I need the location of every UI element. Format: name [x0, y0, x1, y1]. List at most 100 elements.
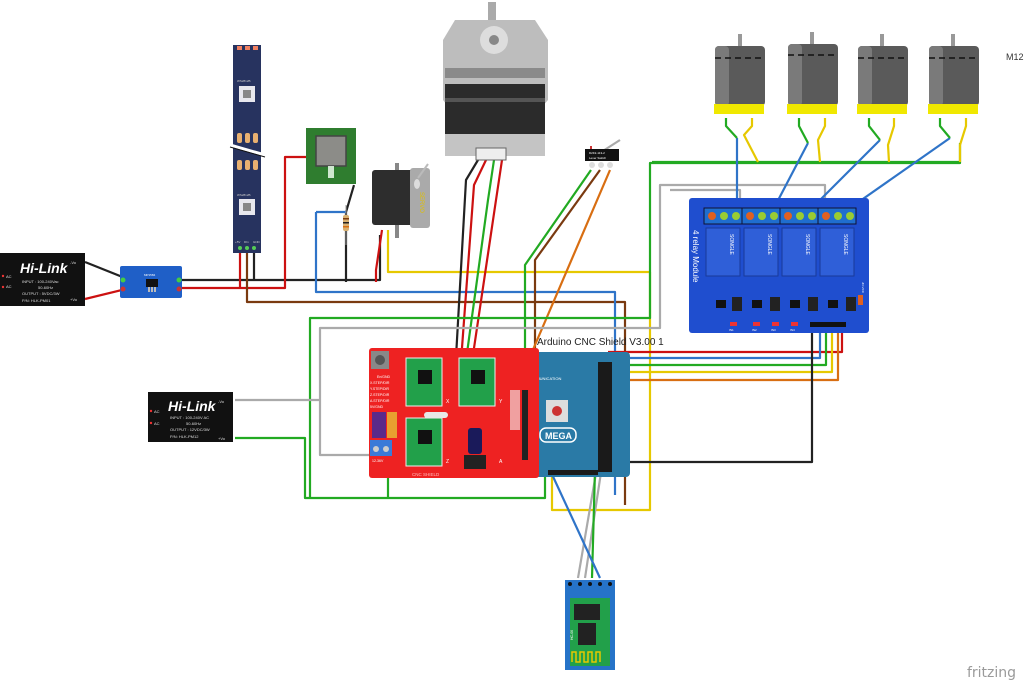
- wire-orange-relay[interactable]: [608, 322, 840, 382]
- resistor[interactable]: [343, 205, 349, 245]
- psu1-freq: 50-60Hz: [38, 285, 53, 290]
- wire-gray-b[interactable]: [318, 400, 384, 457]
- wire-black-relay[interactable]: [610, 322, 814, 464]
- wire-red-reg-out[interactable]: [182, 155, 308, 290]
- relay-components: [716, 295, 863, 326]
- psu2-ac1: AC: [154, 409, 160, 414]
- cnc-label-3: Z.STEP/DIR: [370, 393, 390, 397]
- psu2-output: OUTPUT : 12VDC/3W: [170, 427, 210, 432]
- psu2-vo-plus: +Vo: [218, 436, 226, 441]
- relay-terminals: [703, 207, 857, 225]
- motor-leads: [724, 118, 968, 163]
- led-pin-din: DIn: [244, 240, 249, 244]
- psu2-ac2: AC: [154, 421, 160, 426]
- stepper-drivers: [405, 357, 496, 467]
- psu2-input: INPUT : 100-240V AC: [170, 415, 209, 420]
- wire-red-servo[interactable]: [374, 229, 384, 282]
- relay-module[interactable]: 4 relay Module SONGLE SONGLE SONGLE SONG…: [689, 198, 869, 333]
- relays: SONGLE SONGLE SONGLE SONGLE: [705, 227, 855, 277]
- cnc-side-labels: En/GND X.STEP/DIR Y.STEP/DIR Z.STEP/DIR …: [370, 375, 391, 409]
- wires: [84, 118, 968, 579]
- cnc-label-5: 5V/GND: [370, 405, 384, 409]
- wire-black-stepper[interactable]: [453, 159, 479, 376]
- wire-blue-bt[interactable]: [549, 469, 601, 579]
- wire-green-12v[interactable]: [235, 436, 547, 500]
- relay-text-4: SONGLE: [842, 234, 848, 256]
- wire-yellow-servo[interactable]: [386, 230, 652, 512]
- led-chip-1: WS2812B: [237, 79, 251, 83]
- cnc-shield-label: Arduino CNC Shield V3.00 1: [537, 337, 664, 348]
- cnc-axis-y: Y: [499, 399, 503, 405]
- cnc-label-0: En/GND: [377, 375, 391, 379]
- fritzing-watermark: fritzing: [966, 665, 1016, 681]
- switch-line2: Lever Switch: [589, 156, 607, 160]
- servo-label: SERVO: [418, 192, 424, 213]
- wire-red-stepper[interactable]: [458, 159, 487, 376]
- arduino-label: MEGA: [545, 431, 573, 441]
- led-pin-5v: +5V: [235, 240, 240, 244]
- psu1-pn: P/N: HLK-PM01: [22, 298, 51, 303]
- wire-black-reg-out[interactable]: [182, 235, 382, 282]
- wire-red2-stepper[interactable]: [468, 159, 504, 376]
- led-strip[interactable]: WS2812B WS2812B +5V DIn GND: [229, 45, 266, 253]
- cnc-axis-a: A: [499, 459, 503, 465]
- psu-hlk-pm01[interactable]: Hi-Link INPUT : 100-240Vac 50-60Hz OUTPU…: [0, 253, 85, 306]
- force-sensor[interactable]: [306, 128, 356, 184]
- psu2-pn: P/N: HLK-PM12: [170, 434, 199, 439]
- psu2-vo-minus: -Vo: [218, 399, 225, 404]
- relay-text-3: SONGLE: [804, 234, 810, 256]
- motor-group-label: M12: [1006, 52, 1024, 62]
- wire-yellow-relay[interactable]: [608, 322, 834, 374]
- psu-hlk-pm12[interactable]: Hi-Link INPUT : 100-240V AC 50-60Hz OUTP…: [148, 392, 233, 442]
- relay-text-2: SONGLE: [766, 234, 772, 256]
- relay-in2: IN2: [752, 328, 757, 332]
- wire-green-relay[interactable]: [608, 322, 828, 367]
- wire-black-fsr[interactable]: [344, 184, 356, 282]
- stepper-motor[interactable]: [443, 2, 548, 161]
- arduino-mega[interactable]: MEGA COMMUNICATION: [520, 352, 630, 477]
- cnc-power: 12-36V: [372, 459, 384, 463]
- psu1-brand: Hi-Link: [20, 260, 69, 276]
- led-pin-gnd: GND: [253, 240, 261, 244]
- relay-input-header[interactable]: [810, 322, 846, 327]
- dc-motor-3[interactable]: [857, 34, 908, 114]
- wire-green-stepper[interactable]: [462, 159, 496, 376]
- wire-blue-m3[interactable]: [811, 139, 881, 209]
- relay-in1: IN1: [729, 328, 734, 332]
- led-chip-2: WS2812B: [237, 193, 251, 197]
- relay-in4: IN4: [790, 328, 795, 332]
- psu1-input: INPUT : 100-240Vac: [22, 279, 59, 284]
- psu1-ac2: AC: [6, 284, 12, 289]
- wire-blue-m4[interactable]: [849, 137, 951, 209]
- cnc-title: CNC SHIELD: [412, 472, 440, 477]
- cnc-axis-x: X: [446, 399, 450, 405]
- dc-motor-1[interactable]: [714, 34, 765, 114]
- cnc-shield[interactable]: En/GND X.STEP/DIR Y.STEP/DIR Z.STEP/DIR …: [369, 348, 539, 478]
- switch-line1: D2F2-113-2: [589, 151, 605, 155]
- wire-green-switch[interactable]: [523, 169, 592, 378]
- relay-in3: IN3: [771, 328, 776, 332]
- relay-text-1: SONGLE: [728, 234, 734, 256]
- cnc-label-4: A.STEP/DIR: [370, 399, 390, 403]
- cnc-label-2: Y.STEP/DIR: [370, 387, 389, 391]
- relay-jumper: JD-VCC: [861, 282, 865, 294]
- psu2-brand: Hi-Link: [168, 398, 217, 414]
- wire-blue-relay[interactable]: [608, 322, 822, 360]
- limit-switch[interactable]: D2F2-113-2 Lever Switch: [585, 146, 619, 168]
- regulator-label: MP1584: [144, 273, 156, 277]
- voltage-regulator[interactable]: MP1584: [120, 266, 182, 298]
- arduino-comm: COMMUNICATION: [527, 376, 561, 381]
- servo-motor[interactable]: SERVO: [372, 163, 430, 238]
- cnc-label-1: X.STEP/DIR: [370, 381, 390, 385]
- cnc-axis-z: Z: [446, 459, 449, 465]
- bluetooth-module[interactable]: HC-06: [565, 580, 615, 670]
- psu1-vo-plus: +Vo: [70, 297, 78, 302]
- dc-motors: [714, 32, 979, 114]
- dc-motor-2[interactable]: [787, 32, 838, 114]
- wire-brown-switch[interactable]: [533, 169, 601, 375]
- psu1-vo-minus: -Vo: [70, 260, 77, 265]
- psu2-freq: 50-60Hz: [186, 421, 201, 426]
- dc-motor-4[interactable]: [928, 34, 979, 114]
- wire-blue-m2[interactable]: [773, 142, 809, 209]
